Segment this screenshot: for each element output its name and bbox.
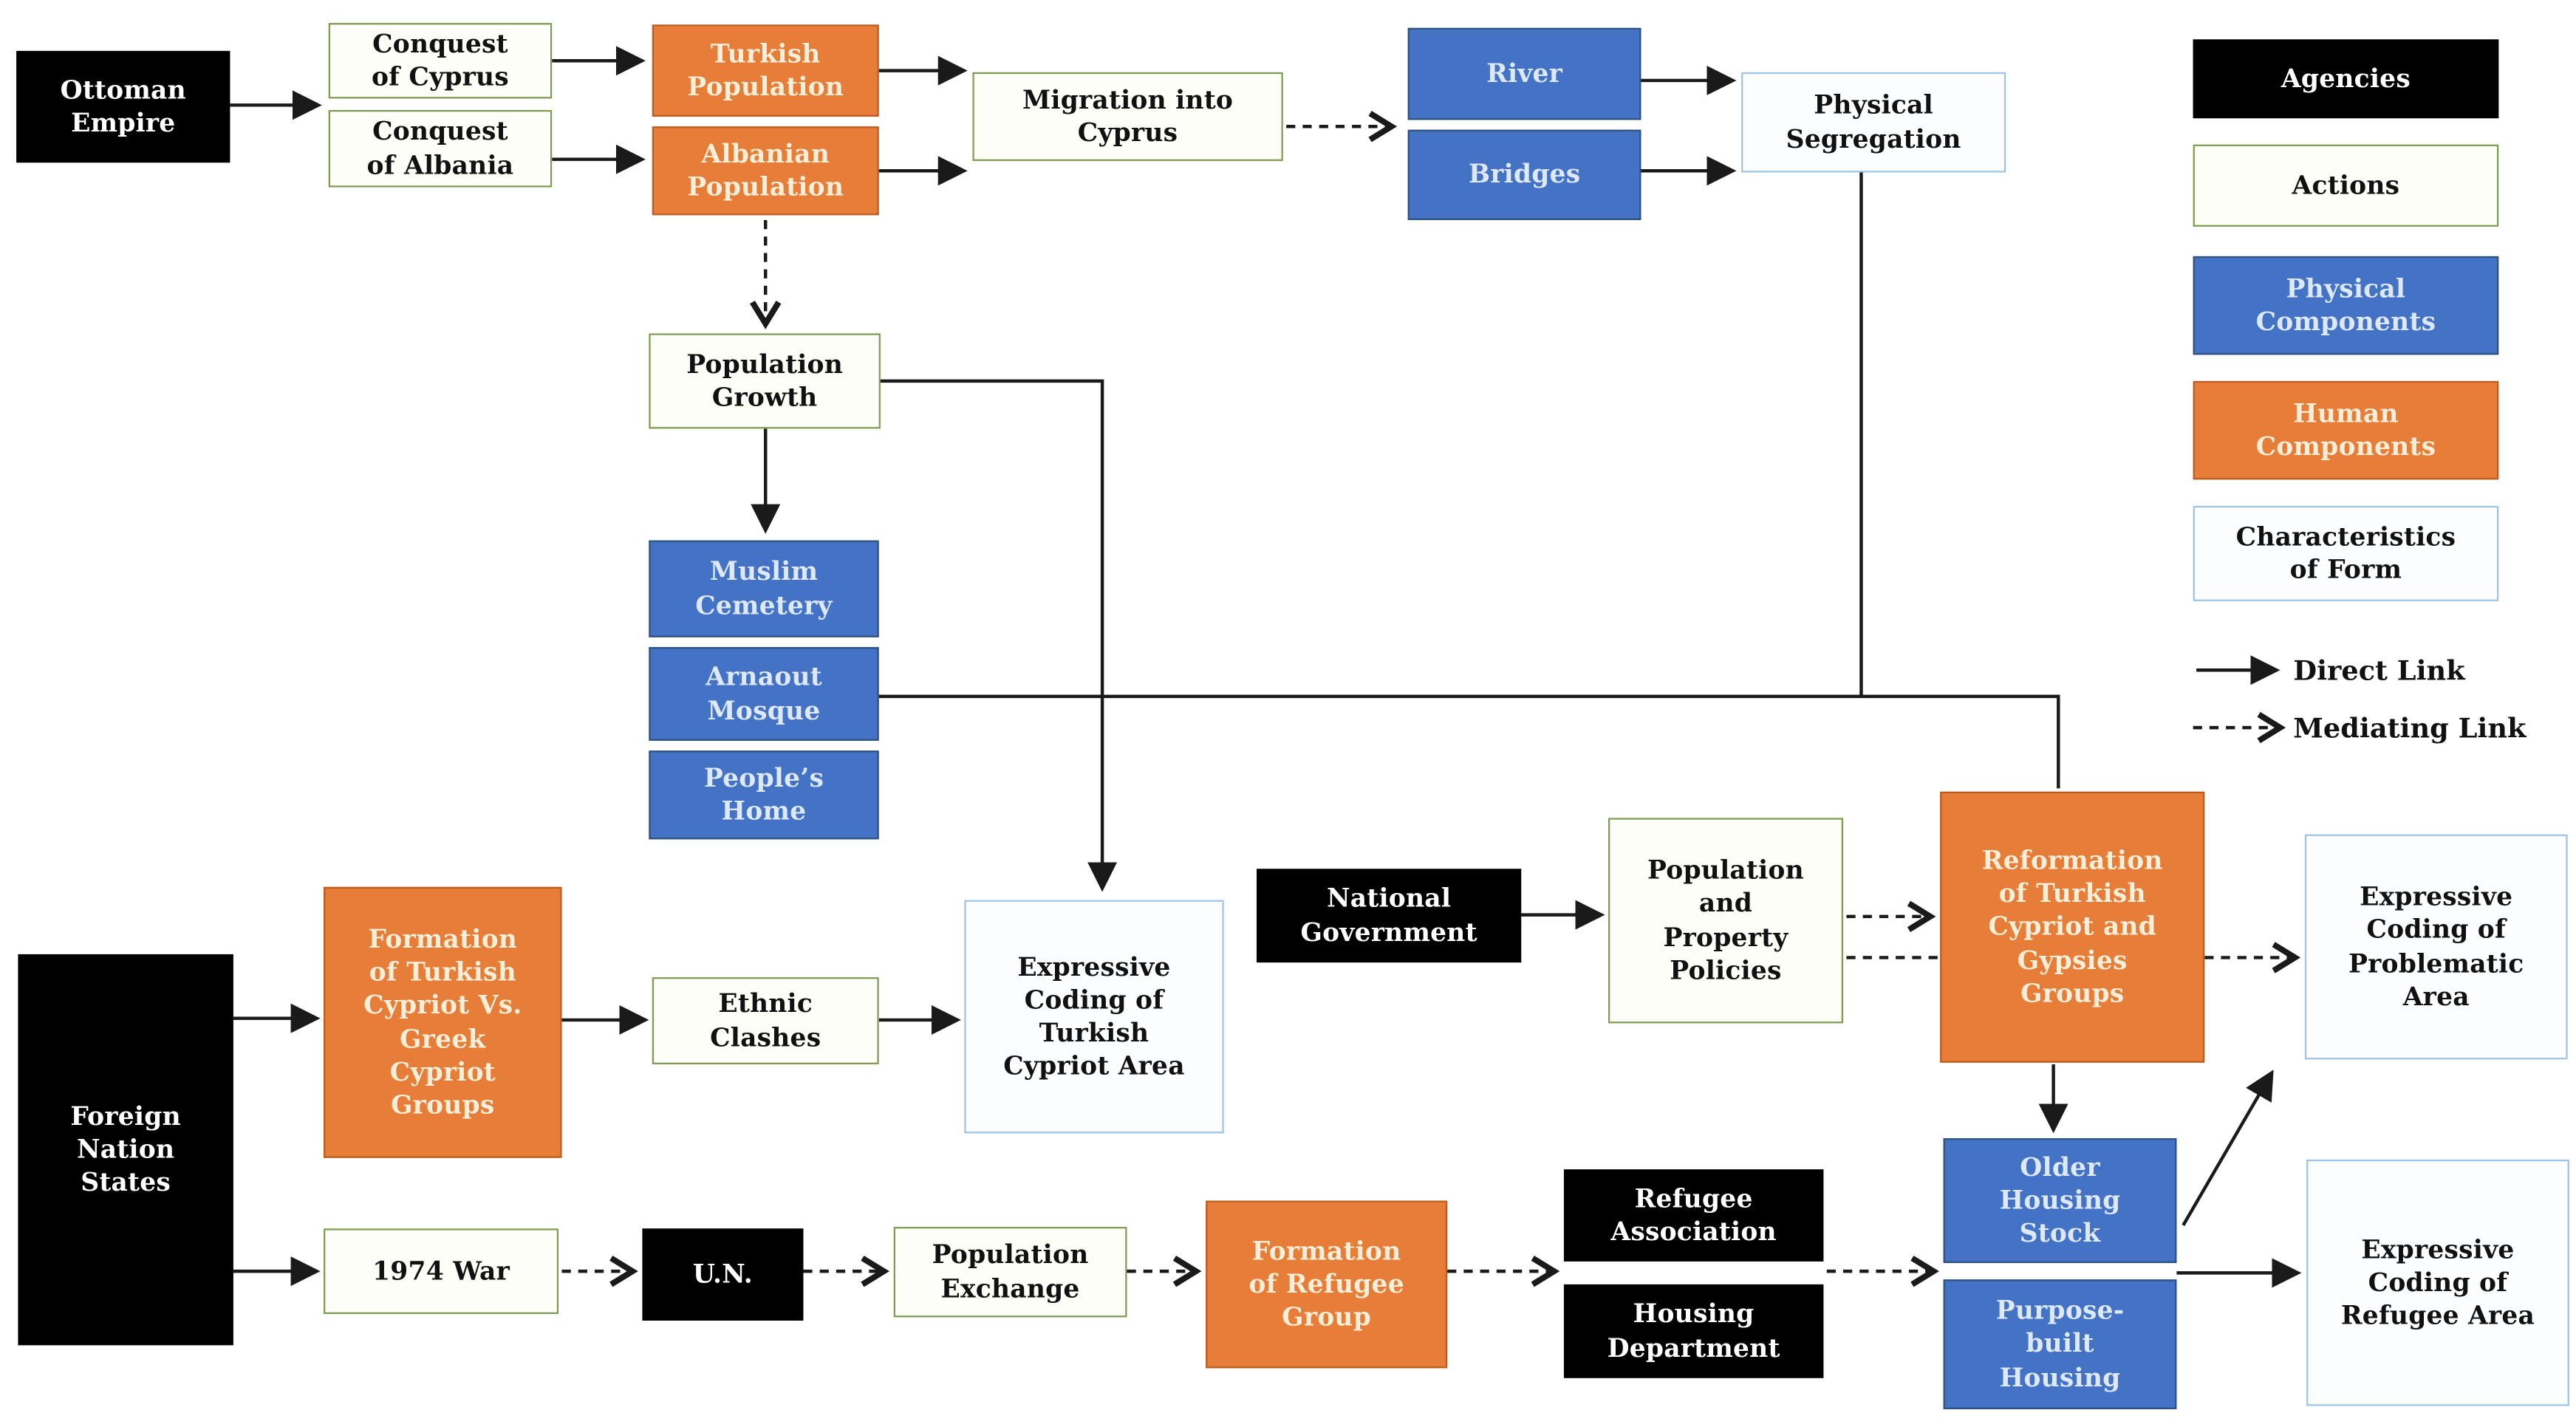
- legend-characteristics-of-form-swatch: Characteristics of Form: [2193, 505, 2499, 601]
- node-expressive-coding-problematic-area: Expressive Coding of Problematic Area: [2304, 834, 2568, 1060]
- node-arnaout-mosque: Arnaout Mosque: [649, 647, 879, 741]
- node-population-property-policies: Population and Property Policies: [1608, 818, 1843, 1024]
- node-migration-into-cyprus: Migration into Cyprus: [972, 72, 1283, 161]
- legend-direct-link-label: Direct Link: [2293, 654, 2465, 686]
- legend-actions-swatch: Actions: [2193, 144, 2499, 227]
- node-peoples-home: People’s Home: [649, 750, 879, 840]
- node-formation-tc-vs-gc-groups: Formation of Turkish Cypriot Vs. Greek C…: [324, 886, 562, 1158]
- node-population-growth: Population Growth: [649, 333, 881, 429]
- node-albanian-population: Albanian Population: [652, 126, 879, 216]
- node-un: U.N.: [642, 1228, 804, 1321]
- node-formation-of-refugee-group: Formation of Refugee Group: [1206, 1200, 1448, 1369]
- node-expressive-coding-turkish-cypriot-area: Expressive Coding of Turkish Cypriot Are…: [964, 900, 1224, 1134]
- node-refugee-association: Refugee Association: [1563, 1169, 1824, 1262]
- node-ethnic-clashes: Ethnic Clashes: [652, 977, 879, 1064]
- node-expressive-coding-refugee-area: Expressive Coding of Refugee Area: [2306, 1159, 2569, 1406]
- node-older-housing-stock: Older Housing Stock: [1943, 1138, 2177, 1264]
- node-bridges: Bridges: [1407, 129, 1641, 220]
- arrow-popgrowth-to-expressive-turkish: [880, 379, 1118, 892]
- node-population-exchange: Population Exchange: [893, 1227, 1127, 1318]
- node-foreign-nation-states: Foreign Nation States: [18, 954, 233, 1346]
- node-reformation-groups: Reformation of Turkish Cypriot and Gypsi…: [1940, 791, 2205, 1063]
- arrow-older-housing-to-problematic: [2182, 1070, 2274, 1226]
- node-housing-department: Housing Department: [1563, 1284, 1824, 1378]
- line-arnaout-to-reformation: [878, 694, 2060, 789]
- node-purpose-built-housing: Purpose- built Housing: [1943, 1279, 2177, 1409]
- node-conquest-of-cyprus: Conquest of Cyprus: [328, 23, 553, 99]
- legend-physical-components-swatch: Physical Components: [2193, 256, 2499, 355]
- node-national-government: National Government: [1257, 869, 1522, 963]
- node-muslim-cemetery: Muslim Cemetery: [649, 540, 879, 637]
- legend-human-components-swatch: Human Components: [2193, 380, 2499, 480]
- node-physical-segregation: Physical Segregation: [1741, 72, 2006, 173]
- node-turkish-population: Turkish Population: [652, 24, 879, 117]
- node-conquest-of-albania: Conquest of Albania: [328, 109, 553, 188]
- legend-mediating-link-label: Mediating Link: [2293, 711, 2527, 744]
- legend-agencies-swatch: Agencies: [2193, 39, 2499, 119]
- node-1974-war: 1974 War: [324, 1228, 559, 1314]
- node-ottoman-empire: Ottoman Empire: [16, 50, 230, 163]
- node-river: River: [1407, 27, 1641, 120]
